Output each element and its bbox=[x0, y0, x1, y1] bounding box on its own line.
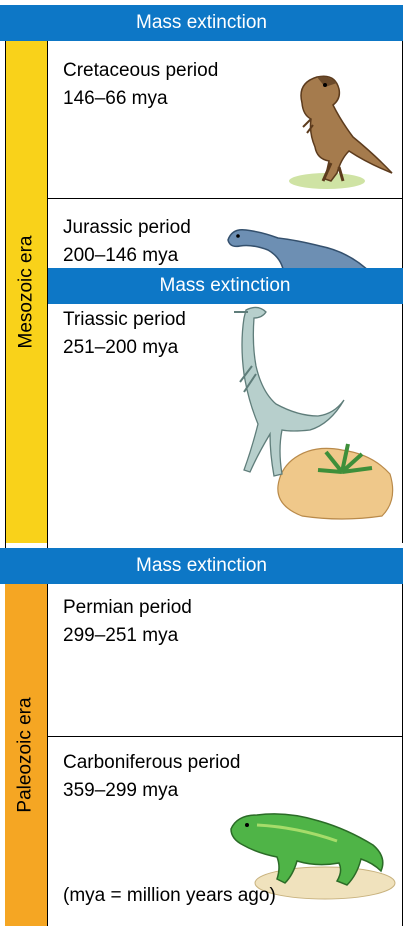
jurassic-name: Jurassic period bbox=[63, 214, 191, 242]
cretaceous-name: Cretaceous period bbox=[63, 57, 218, 85]
carboniferous-name: Carboniferous period bbox=[63, 749, 240, 777]
permian-range: 299–251 mya bbox=[63, 622, 192, 650]
paleozoic-era-label: Paleozoic era bbox=[5, 584, 47, 926]
cretaceous-range: 146–66 mya bbox=[63, 85, 218, 113]
mesozoic-divider bbox=[47, 41, 48, 548]
triassic-period: Triassic period 251–200 mya bbox=[47, 304, 403, 543]
paleozoic-era-text: Paleozoic era bbox=[15, 697, 37, 812]
triassic-range: 251–200 mya bbox=[63, 334, 186, 362]
mass-extinction-band-mid: Mass extinction bbox=[47, 268, 403, 304]
mesozoic-era-text: Mesozoic era bbox=[15, 236, 37, 349]
frame-left bbox=[5, 41, 6, 548]
mass-extinction-band-bottom: Mass extinction bbox=[0, 548, 403, 584]
carboniferous-period: Carboniferous period 359–299 mya (mya = … bbox=[47, 736, 403, 926]
coelophysis-icon bbox=[222, 304, 402, 522]
triassic-name: Triassic period bbox=[63, 306, 186, 334]
mass-extinction-band-top: Mass extinction bbox=[0, 5, 403, 41]
jurassic-range: 200–146 mya bbox=[63, 242, 191, 270]
tyrannosaurus-icon bbox=[267, 63, 397, 193]
permian-period: Permian period 299–251 mya bbox=[47, 584, 403, 736]
footnote: (mya = million years ago) bbox=[63, 885, 276, 907]
carboniferous-range: 359–299 mya bbox=[63, 777, 240, 805]
permian-name: Permian period bbox=[63, 594, 192, 622]
cretaceous-period: Cretaceous period 146–66 mya bbox=[47, 41, 403, 198]
mesozoic-era-label: Mesozoic era bbox=[5, 41, 47, 543]
paleozoic-divider bbox=[47, 584, 48, 926]
